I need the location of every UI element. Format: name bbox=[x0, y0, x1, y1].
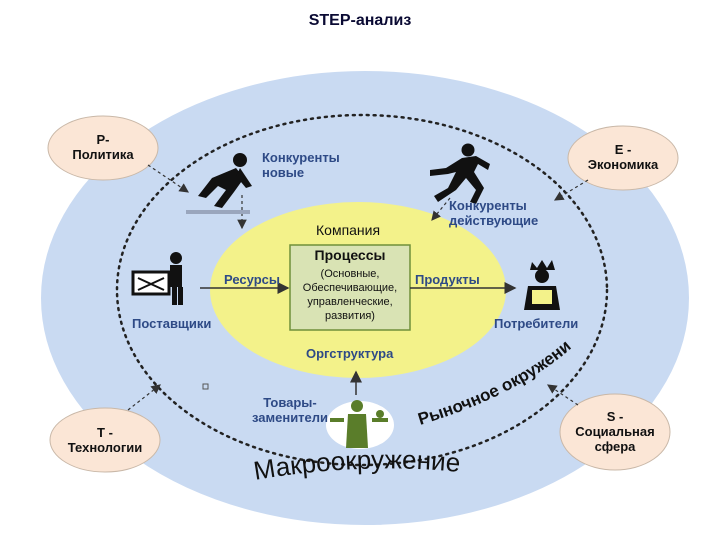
processes-description: (Основные, Обеспечивающие, управленчески… bbox=[290, 267, 410, 323]
current-competitor-figure bbox=[430, 143, 490, 204]
politics-node bbox=[47, 115, 159, 181]
current-competitors-arrow bbox=[431, 197, 451, 221]
processes-line-3: управленческие, bbox=[307, 296, 393, 308]
economy-node-label: E - Экономика bbox=[575, 142, 671, 172]
small-marker bbox=[202, 383, 209, 390]
economy-letter: E - bbox=[614, 142, 632, 157]
market-environment-ellipse bbox=[115, 113, 609, 467]
economy-node bbox=[567, 125, 679, 191]
politics-name: Политика bbox=[72, 147, 134, 162]
processes-line-1: (Основные, bbox=[320, 268, 380, 280]
processes-line-2: Обеспечивающие, bbox=[302, 282, 398, 294]
social-node bbox=[559, 393, 671, 471]
substitutes-line1: Товары- bbox=[263, 395, 317, 410]
processes-title: Процессы bbox=[314, 247, 386, 263]
social-arrow bbox=[547, 384, 579, 406]
substitutes-line2: заменители bbox=[251, 410, 329, 425]
consumers-label: Потребители bbox=[494, 316, 579, 331]
products-label: Продукты bbox=[415, 272, 480, 287]
technology-arrow bbox=[127, 384, 161, 411]
social-node-label: S - Социальная сфера bbox=[565, 409, 665, 454]
technology-name: Технологии bbox=[67, 440, 143, 455]
technology-node bbox=[49, 407, 161, 473]
politics-node-label: P- Политика bbox=[58, 132, 148, 162]
new-competitor-figure bbox=[186, 153, 252, 214]
new-competitors-label: Конкуренты новые bbox=[262, 150, 340, 180]
social-name: Социальная bbox=[575, 424, 655, 439]
processes-box bbox=[289, 244, 411, 331]
social-name-2: сфера bbox=[594, 439, 636, 454]
current-competitors-label: Конкуренты действующие bbox=[449, 198, 538, 228]
current-competitors-line2: действующие bbox=[449, 213, 539, 228]
suppliers-label: Поставщики bbox=[132, 316, 212, 331]
company-label: Компания bbox=[316, 222, 381, 238]
supplier-figure bbox=[131, 252, 183, 305]
consumer-figure bbox=[524, 260, 560, 310]
page-title: STEP-анализ bbox=[308, 12, 412, 29]
technology-node-label: T - Технологии bbox=[58, 425, 152, 455]
politics-arrow bbox=[147, 164, 189, 193]
economy-name: Экономика bbox=[587, 157, 659, 172]
resources-label: Ресурсы bbox=[224, 272, 280, 287]
org-structure-label: Оргструктура bbox=[306, 346, 394, 361]
social-letter: S - bbox=[606, 409, 624, 424]
current-competitors-line1: Конкуренты bbox=[449, 198, 527, 213]
technology-letter: T - bbox=[97, 425, 113, 440]
economy-arrow bbox=[553, 179, 589, 201]
processes-line-4: развития) bbox=[325, 310, 375, 322]
substitutes-label: Товары- заменители bbox=[240, 395, 340, 425]
politics-letter: P- bbox=[96, 132, 110, 147]
substitutes-figure bbox=[326, 400, 394, 449]
new-competitors-line1: Конкуренты bbox=[262, 150, 340, 165]
new-competitors-line2: новые bbox=[262, 165, 305, 180]
